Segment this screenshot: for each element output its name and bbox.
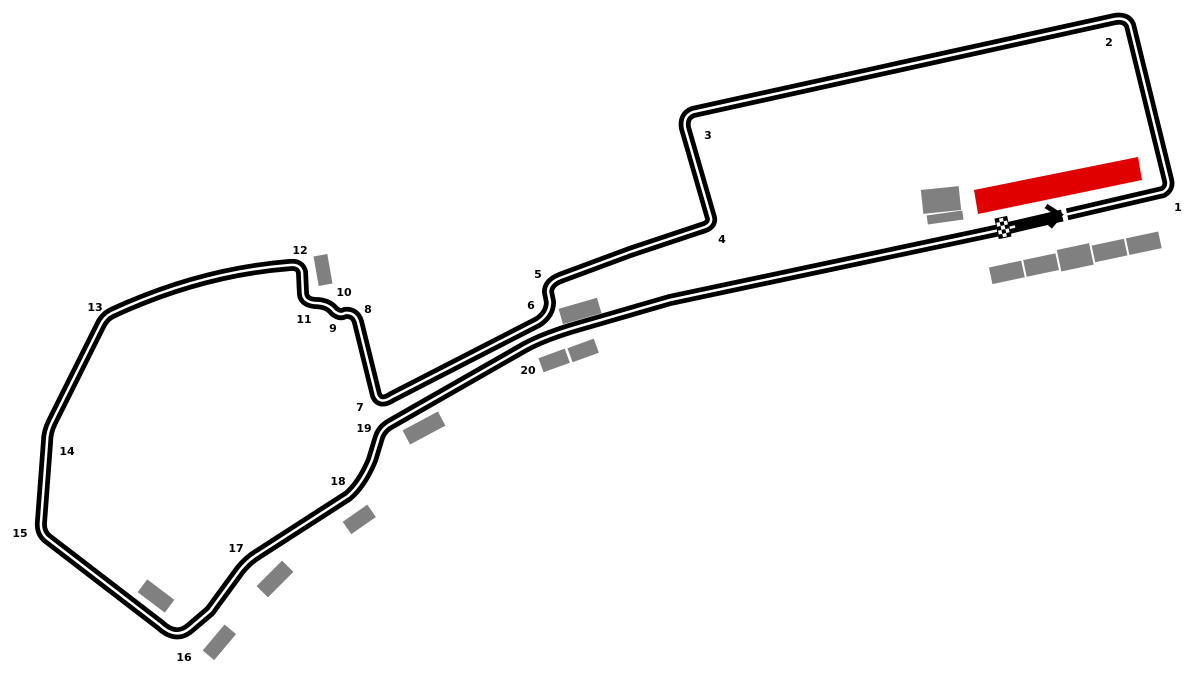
turn-label: 18: [330, 475, 345, 488]
grandstand: [342, 504, 376, 535]
grandstand: [402, 411, 446, 445]
turn-label: 7: [356, 401, 364, 414]
start-finish-gap: [1060, 206, 1069, 222]
turn-label: 10: [336, 286, 352, 299]
grandstand: [926, 210, 964, 225]
grandstands: [137, 186, 1162, 661]
grandstand: [567, 338, 599, 363]
grandstand: [1091, 238, 1128, 263]
turn-label: 3: [704, 129, 712, 142]
turn-label: 11: [296, 313, 311, 326]
grandstand: [313, 254, 333, 286]
turn-label: 1: [1174, 201, 1182, 214]
direction-arrow-icon: [1014, 203, 1064, 229]
turn-label: 9: [329, 322, 337, 335]
pit-building: [974, 157, 1142, 214]
grandstand: [202, 624, 237, 661]
grandstand: [1056, 243, 1094, 272]
grandstand: [538, 348, 570, 373]
turn-label: 4: [718, 233, 726, 246]
turn-label: 12: [292, 244, 307, 257]
turn-label: 6: [527, 299, 535, 312]
turn-label: 17: [228, 542, 243, 555]
turn-label: 8: [364, 303, 372, 316]
turn-label: 20: [520, 364, 536, 377]
turn-label: 15: [12, 527, 27, 540]
grandstand: [558, 297, 602, 325]
checkered-flag-icon: [994, 215, 1012, 240]
turn-label: 19: [356, 422, 371, 435]
track: [34, 12, 1175, 640]
grandstand: [1125, 231, 1162, 255]
grandstand: [920, 186, 962, 214]
grandstand: [1023, 253, 1059, 277]
grandstand: [137, 579, 175, 613]
turn-label: 16: [176, 651, 192, 664]
turn-label: 2: [1105, 36, 1113, 49]
turn-label: 14: [59, 445, 75, 458]
grandstand: [256, 560, 294, 598]
turn-label: 13: [87, 301, 102, 314]
turn-label: 5: [534, 268, 542, 281]
grandstand: [988, 260, 1025, 285]
turn-labels: 1 2 3 4 5 6 7 8 9 10 11 12 13 14 15 16 1…: [12, 36, 1181, 664]
